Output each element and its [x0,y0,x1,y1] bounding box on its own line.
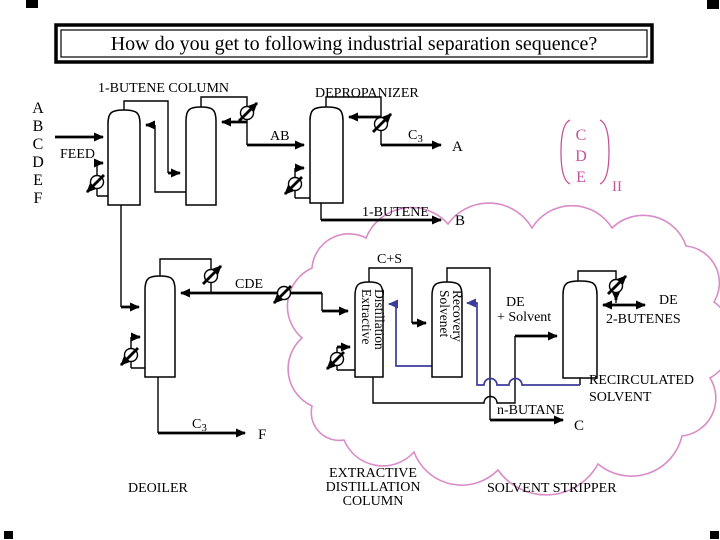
butenes2-product-label: 2-BUTENES [606,312,681,327]
sr-internal-label-2: Recovery [450,290,465,342]
ed-title-line2: DISTILLATION [326,480,421,495]
extractive-distillation-column [354,281,384,378]
bracket-right [599,119,610,185]
sr-internal-label-1: Solvenet [437,290,452,337]
component-d: D [32,154,44,171]
corner-mark-bottom-right [710,531,719,539]
feed-component-list: A B C D E F [32,100,44,207]
de-solvent-label-line2: + Solvent [497,310,551,325]
solvent-recycle-lines [388,298,580,386]
title-box: How do you get to following industrial s… [54,23,654,64]
c3-bottom-stream-label: C3 [192,417,207,434]
component-a: A [32,100,44,117]
product-a-label: A [452,139,463,155]
depropanizer-column [309,106,344,204]
ed-internal-label-2: Distillation [372,289,387,350]
page-title: How do you get to following industrial s… [111,33,598,55]
recirculated-solvent-label-line2: SOLVENT [589,390,652,405]
ed-title-line1: EXTRACTIVE [329,466,417,481]
flow-arrows [55,112,646,438]
component-b: B [33,118,44,135]
bracket-letter-e: E [576,169,586,186]
cs-stream-label: C+S [377,252,402,267]
stream-labels: FEED 1-BUTENE COLUMN DEPROPANIZER AB C3 … [60,81,694,509]
butene-column-shell-1 [107,109,141,206]
pipework [96,96,617,433]
c3-top-stream-label: C3 [408,128,423,145]
sr-to-ed-solvent-line [388,299,432,367]
ed-title-line3: COLUMN [343,494,404,509]
component-c: C [33,136,44,153]
butene-column-title: 1-BUTENE COLUMN [98,81,229,96]
bracket-left [560,119,571,185]
de-solvent-label-line1: DE [506,295,525,310]
corner-mark-top-left [26,0,38,8]
component-f: F [34,190,43,207]
ab-stream-label: AB [270,129,289,144]
de-product-label: DE [659,293,678,308]
ss-to-sr-solvent-line [466,298,580,386]
corner-mark-top-right [707,0,719,9]
nbutane-stream-label: n-BUTANE [497,403,564,418]
product-c-label: C [574,418,584,434]
heat-exchangers [86,102,627,370]
corner-mark-bottom-left [4,531,13,539]
solvent-recovery-column [431,281,463,378]
bracket-letter-d: D [575,148,587,165]
cloud-outline [286,202,720,496]
bracket-subscript-ii: II [612,179,622,195]
butene-stream-label: 1-BUTENE [362,205,429,220]
recirculated-solvent-label-line1: RECIRCULATED [589,373,694,388]
product-b-label: B [455,213,465,229]
solvent-stripper-column [562,280,598,379]
deoiler-column [144,275,176,378]
ed-internal-label-1: Extractive [359,289,374,344]
deoiler-title: DEOILER [128,481,189,496]
butene-column-shell-2 [185,106,217,206]
feed-label: FEED [60,147,95,162]
component-e: E [33,172,43,189]
stripper-title: SOLVENT STRIPPER [487,481,617,496]
bracket-letter-c: C [576,127,587,144]
cde-bracket-group: C D E II [560,119,622,195]
cde-stream-label: CDE [235,277,263,292]
columns: Extractive Distillation Solvenet Recover… [107,106,598,379]
product-f-label: F [258,427,266,443]
depropanizer-title: DEPROPANIZER [315,86,419,101]
